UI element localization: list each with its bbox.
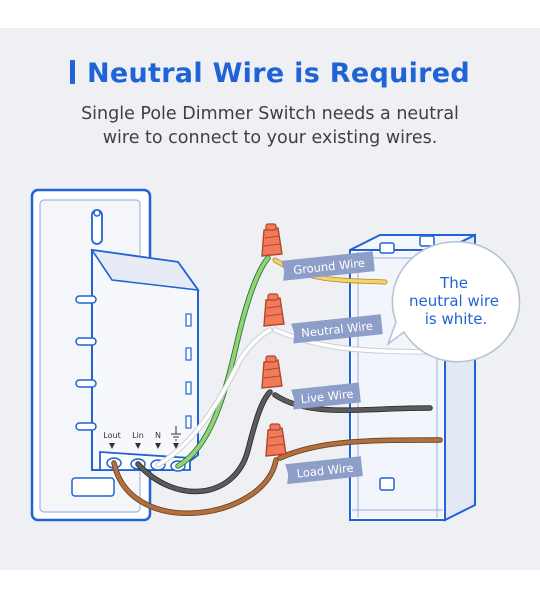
title-accent-bar bbox=[69, 60, 75, 84]
subtitle-line-2: wire to connect to your existing wires. bbox=[102, 128, 438, 148]
terminal-label-n: N bbox=[155, 431, 161, 440]
ground-symbol-icon bbox=[171, 426, 181, 441]
arrow-down-icon bbox=[109, 443, 115, 449]
dimmer-switch: Lout Lin N bbox=[30, 188, 200, 522]
wire-connector bbox=[261, 355, 283, 389]
live-wire-tag: Live Wire bbox=[291, 382, 361, 410]
subtitle: Single Pole Dimmer Switch needs a neutra… bbox=[40, 102, 500, 150]
callout-line-3: is white. bbox=[425, 310, 488, 328]
callout-line-2: neutral wire bbox=[409, 292, 499, 310]
subtitle-line-1: Single Pole Dimmer Switch needs a neutra… bbox=[81, 104, 459, 124]
live-wire-label: Live Wire bbox=[300, 387, 354, 406]
title-text: Neutral Wire is Required bbox=[86, 58, 471, 89]
wire-connector bbox=[263, 293, 285, 327]
load-wire-tag: Load Wire bbox=[285, 456, 363, 485]
wires bbox=[111, 255, 443, 516]
wire-connector bbox=[261, 223, 283, 257]
arrow-down-icon bbox=[135, 443, 141, 449]
page-title: Neutral Wire is Required bbox=[0, 58, 540, 89]
neutral-callout: The neutral wire is white. bbox=[386, 240, 521, 363]
load-wire-label: Load Wire bbox=[296, 461, 354, 481]
terminal-label-lout: Lout bbox=[103, 431, 120, 440]
neutral-wire-tag: Neutral Wire bbox=[291, 314, 383, 344]
terminal-label-lin: Lin bbox=[132, 431, 144, 440]
arrow-down-icon bbox=[155, 443, 161, 449]
arrow-down-icon bbox=[173, 443, 179, 449]
wire-connector bbox=[265, 423, 287, 457]
callout-line-1: The bbox=[439, 274, 468, 292]
ground-wire-tag: Ground Wire bbox=[281, 251, 375, 281]
